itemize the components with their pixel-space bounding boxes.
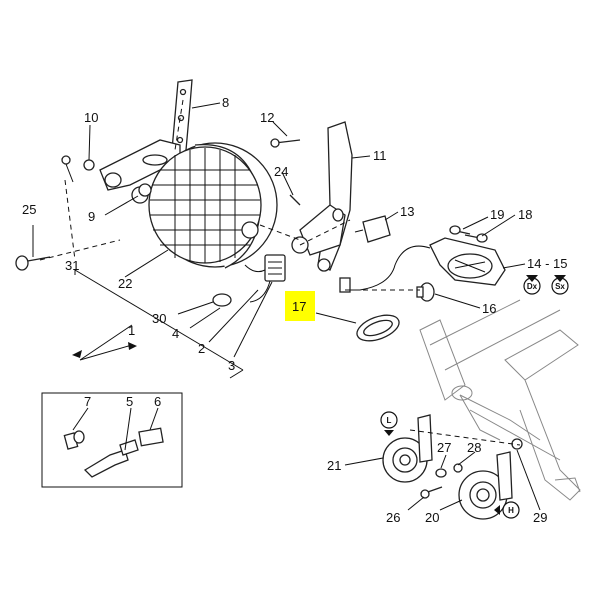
- label-1: 1: [128, 323, 135, 338]
- frame-drawing: [419, 299, 581, 501]
- label-16: 16: [482, 301, 496, 316]
- dashed-axis-lines: [39, 99, 521, 446]
- small-parts: [15, 138, 488, 307]
- label-3: 3: [228, 358, 235, 373]
- label-28: 28: [467, 440, 481, 455]
- label-25: 25: [22, 202, 36, 217]
- label-24: 24: [274, 164, 288, 179]
- label-12: 12: [260, 110, 274, 125]
- label-7: 7: [84, 394, 91, 409]
- badges: Dx Sx L H: [380, 275, 569, 519]
- leader-lines: [32, 102, 541, 511]
- label-6: 6: [154, 394, 161, 409]
- label-14-15: 14 - 15: [527, 256, 567, 271]
- label-18: 18: [518, 207, 532, 222]
- headlight-assembly: [131, 142, 286, 303]
- label-27: 27: [437, 440, 451, 455]
- label-26: 26: [386, 510, 400, 525]
- horn-L-part-21: [382, 414, 433, 483]
- label-5: 5: [126, 394, 133, 409]
- label-20: 20: [425, 510, 439, 525]
- label-13: 13: [400, 204, 414, 219]
- ring-part-17: [356, 314, 400, 342]
- horn-H-part-20: [458, 451, 513, 520]
- label-8: 8: [222, 95, 229, 110]
- badge-l: L: [387, 416, 392, 425]
- bracket-part-11: [291, 121, 353, 272]
- label-29: 29: [533, 510, 547, 525]
- label-10: 10: [84, 110, 98, 125]
- part-17-highlight[interactable]: [285, 291, 315, 321]
- arrow-heads: [72, 342, 137, 358]
- horn-fasteners: [420, 438, 523, 499]
- label-31: 31: [65, 258, 79, 273]
- label-22: 22: [118, 276, 132, 291]
- label-2: 2: [198, 341, 205, 356]
- relay-part-13: [354, 215, 391, 243]
- label-21: 21: [327, 458, 341, 473]
- label-19: 19: [490, 207, 504, 222]
- label-9: 9: [88, 209, 95, 224]
- label-30: 30: [152, 311, 166, 326]
- badge-h: H: [508, 506, 514, 515]
- inset-box: [41, 392, 183, 488]
- indicator-part-14-15: [339, 237, 506, 293]
- part-number-labels: 8 10 12 11 24 9 25 13 19 18 31 14 - 15 2…: [22, 95, 567, 525]
- badge-sx: Sx: [555, 282, 565, 291]
- badge-dx: Dx: [527, 282, 538, 291]
- bulb-part-16: [416, 282, 435, 302]
- label-11: 11: [373, 148, 387, 163]
- label-4: 4: [172, 326, 179, 341]
- label-17[interactable]: 17: [292, 299, 306, 314]
- bracket-part-8: [99, 79, 193, 191]
